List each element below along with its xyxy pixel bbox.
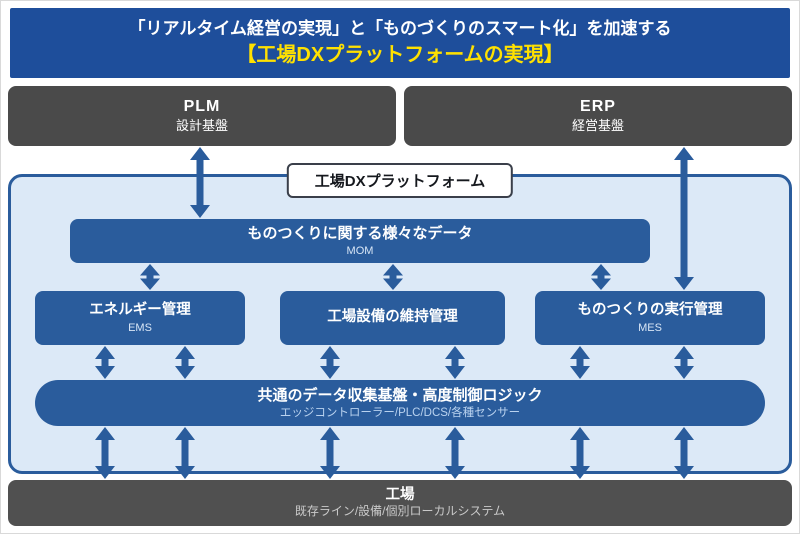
erp-subtitle: 経営基盤 (571, 117, 624, 133)
maintenance-title: 工場設備の維持管理 (327, 309, 458, 326)
mom-subtitle: MOM (346, 244, 374, 257)
maintenance-box: 工場設備の維持管理 (280, 291, 505, 345)
ems-box: エネルギー管理 EMS (35, 291, 245, 345)
mes-box: ものつくりの実行管理 MES (535, 291, 765, 345)
erp-box: ERP 経営基盤 (404, 86, 792, 146)
erp-title: ERP (580, 98, 616, 116)
platform-label: 工場DXプラットフォーム (286, 163, 514, 198)
banner-line2: 【工場DXプラットフォームの実現】 (236, 44, 564, 67)
plm-subtitle: 設計基盤 (175, 117, 228, 133)
plm-title: PLM (183, 98, 221, 116)
factory-subtitle: 既存ライン/設備/個別ローカルシステム (294, 503, 506, 518)
mom-bar: ものつくりに関する様々なデータ MOM (70, 219, 650, 263)
factory-bar: 工場 既存ライン/設備/個別ローカルシステム (8, 480, 792, 526)
ems-subtitle: EMS (128, 321, 152, 334)
banner: 「リアルタイム経営の実現」と「ものづくりのスマート化」を加速する 【工場DXプラ… (10, 8, 790, 78)
common-infra-bar: 共通のデータ収集基盤・高度制御ロジック エッジコントローラー/PLC/DCS/各… (35, 380, 765, 426)
common-infra-subtitle: エッジコントローラー/PLC/DCS/各種センサー (279, 406, 521, 419)
mes-subtitle: MES (638, 321, 662, 334)
mes-title: ものつくりの実行管理 (577, 302, 723, 319)
factory-title: 工場 (385, 487, 415, 504)
ems-title: エネルギー管理 (89, 302, 191, 319)
banner-line1: 「リアルタイム経営の実現」と「ものづくりのスマート化」を加速する (128, 18, 672, 38)
mom-title: ものつくりに関する様々なデータ (247, 224, 473, 242)
common-infra-title: 共通のデータ収集基盤・高度制御ロジック (257, 386, 543, 404)
plm-box: PLM 設計基盤 (8, 86, 396, 146)
